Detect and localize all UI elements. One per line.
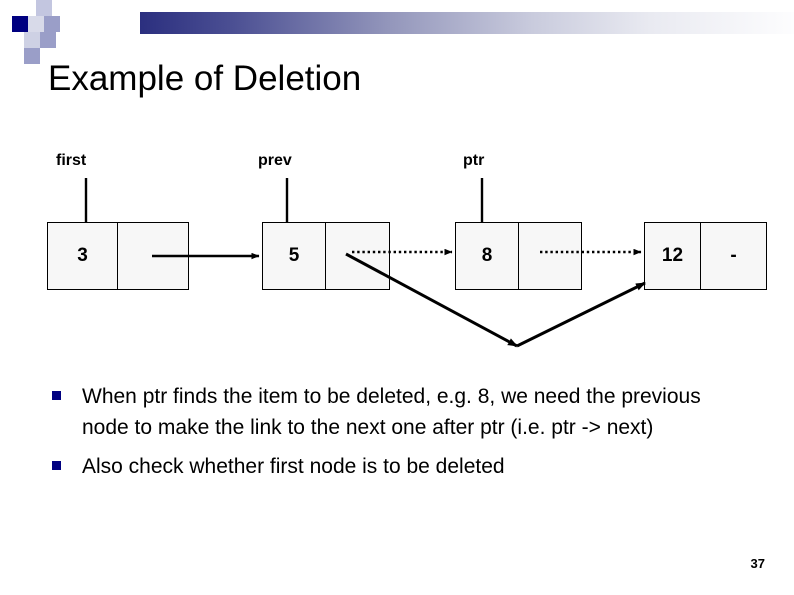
node-3: 3 xyxy=(47,222,189,290)
node-5-next-cell xyxy=(326,223,389,289)
bullet-item: When ptr finds the item to be deleted, e… xyxy=(52,381,762,443)
page-title: Example of Deletion xyxy=(48,59,362,98)
node-8-next-cell xyxy=(519,223,581,289)
deco-square-2 xyxy=(12,16,28,32)
deco-square-3 xyxy=(28,16,44,32)
node-12-data-cell: 12 xyxy=(645,223,701,289)
bullet-text: Also check whether first node is to be d… xyxy=(82,455,505,478)
pointer-label-prev: prev xyxy=(258,152,292,169)
header-gradient-bar xyxy=(140,12,794,34)
deco-square-4 xyxy=(44,16,60,32)
link-5-to-12-up xyxy=(516,281,646,348)
deco-square-6 xyxy=(40,32,56,48)
node-5: 5 xyxy=(262,222,390,290)
link-5-to-12-down xyxy=(345,252,518,348)
bullet-square-icon xyxy=(52,461,61,470)
deco-square-7 xyxy=(24,48,40,64)
bullet-item: Also check whether first node is to be d… xyxy=(52,451,762,482)
deco-square-5 xyxy=(24,32,40,48)
pointer-label-first: first xyxy=(56,152,87,169)
deco-square-1 xyxy=(36,0,52,16)
node-8-data-cell: 8 xyxy=(456,223,519,289)
pointer-label-ptr: ptr xyxy=(463,152,485,169)
node-12: 12- xyxy=(644,222,767,290)
bullet-text: When ptr finds the item to be deleted, e… xyxy=(82,385,701,439)
node-5-data-cell: 5 xyxy=(263,223,326,289)
node-12-next-cell: - xyxy=(701,223,766,289)
node-8: 8 xyxy=(455,222,582,290)
node-3-data-cell: 3 xyxy=(48,223,118,289)
page-number: 37 xyxy=(750,556,765,571)
bullet-list: When ptr finds the item to be deleted, e… xyxy=(52,381,762,490)
header-decoration xyxy=(0,0,794,64)
node-3-next-cell xyxy=(118,223,188,289)
bullet-square-icon xyxy=(52,391,61,400)
